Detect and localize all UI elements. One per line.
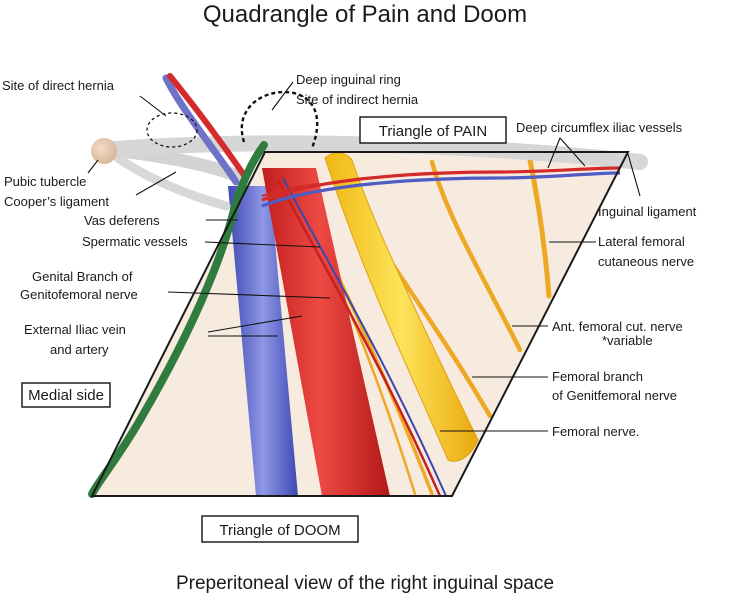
label-femoral-branch-2: of Genitfemoral nerve [552, 388, 677, 403]
triangle-doom-box [201, 515, 359, 543]
label-vas-deferens: Vas deferens [84, 213, 160, 228]
quadrangle-outline [90, 151, 630, 497]
leader-genital-branch [167, 291, 331, 299]
leader-inguinal-ligament [627, 153, 641, 197]
label-spermatic-vessels: Spermatic vessels [82, 234, 188, 249]
spermatic-cord-red [167, 73, 249, 181]
spermatic-vessel-red [276, 179, 442, 497]
diagram-caption: Preperitoneal view of the right inguinal… [176, 573, 554, 594]
circumflex-branch [261, 183, 319, 197]
external-iliac-artery [262, 168, 390, 496]
diagram-title: Quadrangle of Pain and Doom [203, 1, 527, 28]
medial-side-label: Medial side [28, 387, 104, 404]
label-site-direct-hernia: Site of direct hernia [2, 78, 115, 93]
leader-circumflex-1 [547, 137, 561, 169]
ant-femoral-cutaneous-nerve [429, 159, 523, 353]
lateral-femoral-cutaneous-nerve [527, 157, 552, 299]
label-inguinal-ligament: Inguinal ligament [598, 204, 697, 219]
label-lateral-femoral-2: cutaneous nerve [598, 254, 694, 269]
ligament-branch [113, 153, 231, 211]
leader-direct-hernia [139, 95, 167, 117]
external-iliac-vein [228, 186, 298, 496]
label-ant-femoral: Ant. femoral cut. nerve [552, 319, 683, 334]
leader-coopers [135, 171, 177, 196]
deep-circumflex-vessel-blue [261, 171, 621, 208]
leader-circumflex-2 [559, 137, 586, 167]
label-genital-branch-2: Genitofemoral nerve [20, 287, 138, 302]
triangle-doom-label: Triangle of DOOM [219, 522, 340, 539]
direct-hernia-site [146, 112, 198, 148]
triangle-pain-box [359, 116, 507, 144]
medial-side-box [21, 382, 111, 408]
label-site-indirect-hernia: Site of indirect hernia [296, 92, 419, 107]
leader-indirect-hernia [271, 81, 294, 111]
label-pubic-tubercle: Pubic tubercle [4, 174, 86, 189]
label-femoral-branch-1: Femoral branch [552, 369, 643, 384]
label-deep-inguinal-ring: Deep inguinal ring [296, 72, 401, 87]
femoral-nerve [324, 152, 479, 462]
leader-ext-iliac-1 [207, 315, 303, 333]
leader-pubic-tubercle [87, 159, 99, 174]
label-femoral-nerve: Femoral nerve. [552, 424, 639, 439]
pubic-tubercle [91, 138, 117, 164]
label-genital-branch-1: Genital Branch of [32, 269, 133, 284]
triangle-pain-label: Triangle of PAIN [379, 123, 487, 140]
label-variable: *variable [602, 333, 653, 348]
leader-spermatic [204, 241, 321, 248]
label-external-iliac-1: External Iliac vein [24, 322, 126, 337]
inguinal-ligament-band [97, 135, 648, 170]
label-external-iliac-2: and artery [50, 342, 109, 357]
label-deep-circumflex: Deep circumflex iliac vessels [516, 120, 683, 135]
vas-deferens [88, 141, 268, 498]
label-coopers-ligament: Cooper’s ligament [4, 194, 109, 209]
label-lateral-femoral-1: Lateral femoral [598, 234, 685, 249]
spermatic-cord-blue [162, 74, 240, 186]
deep-circumflex-vessel-red [261, 166, 621, 202]
spermatic-vessel-blue [282, 177, 447, 497]
